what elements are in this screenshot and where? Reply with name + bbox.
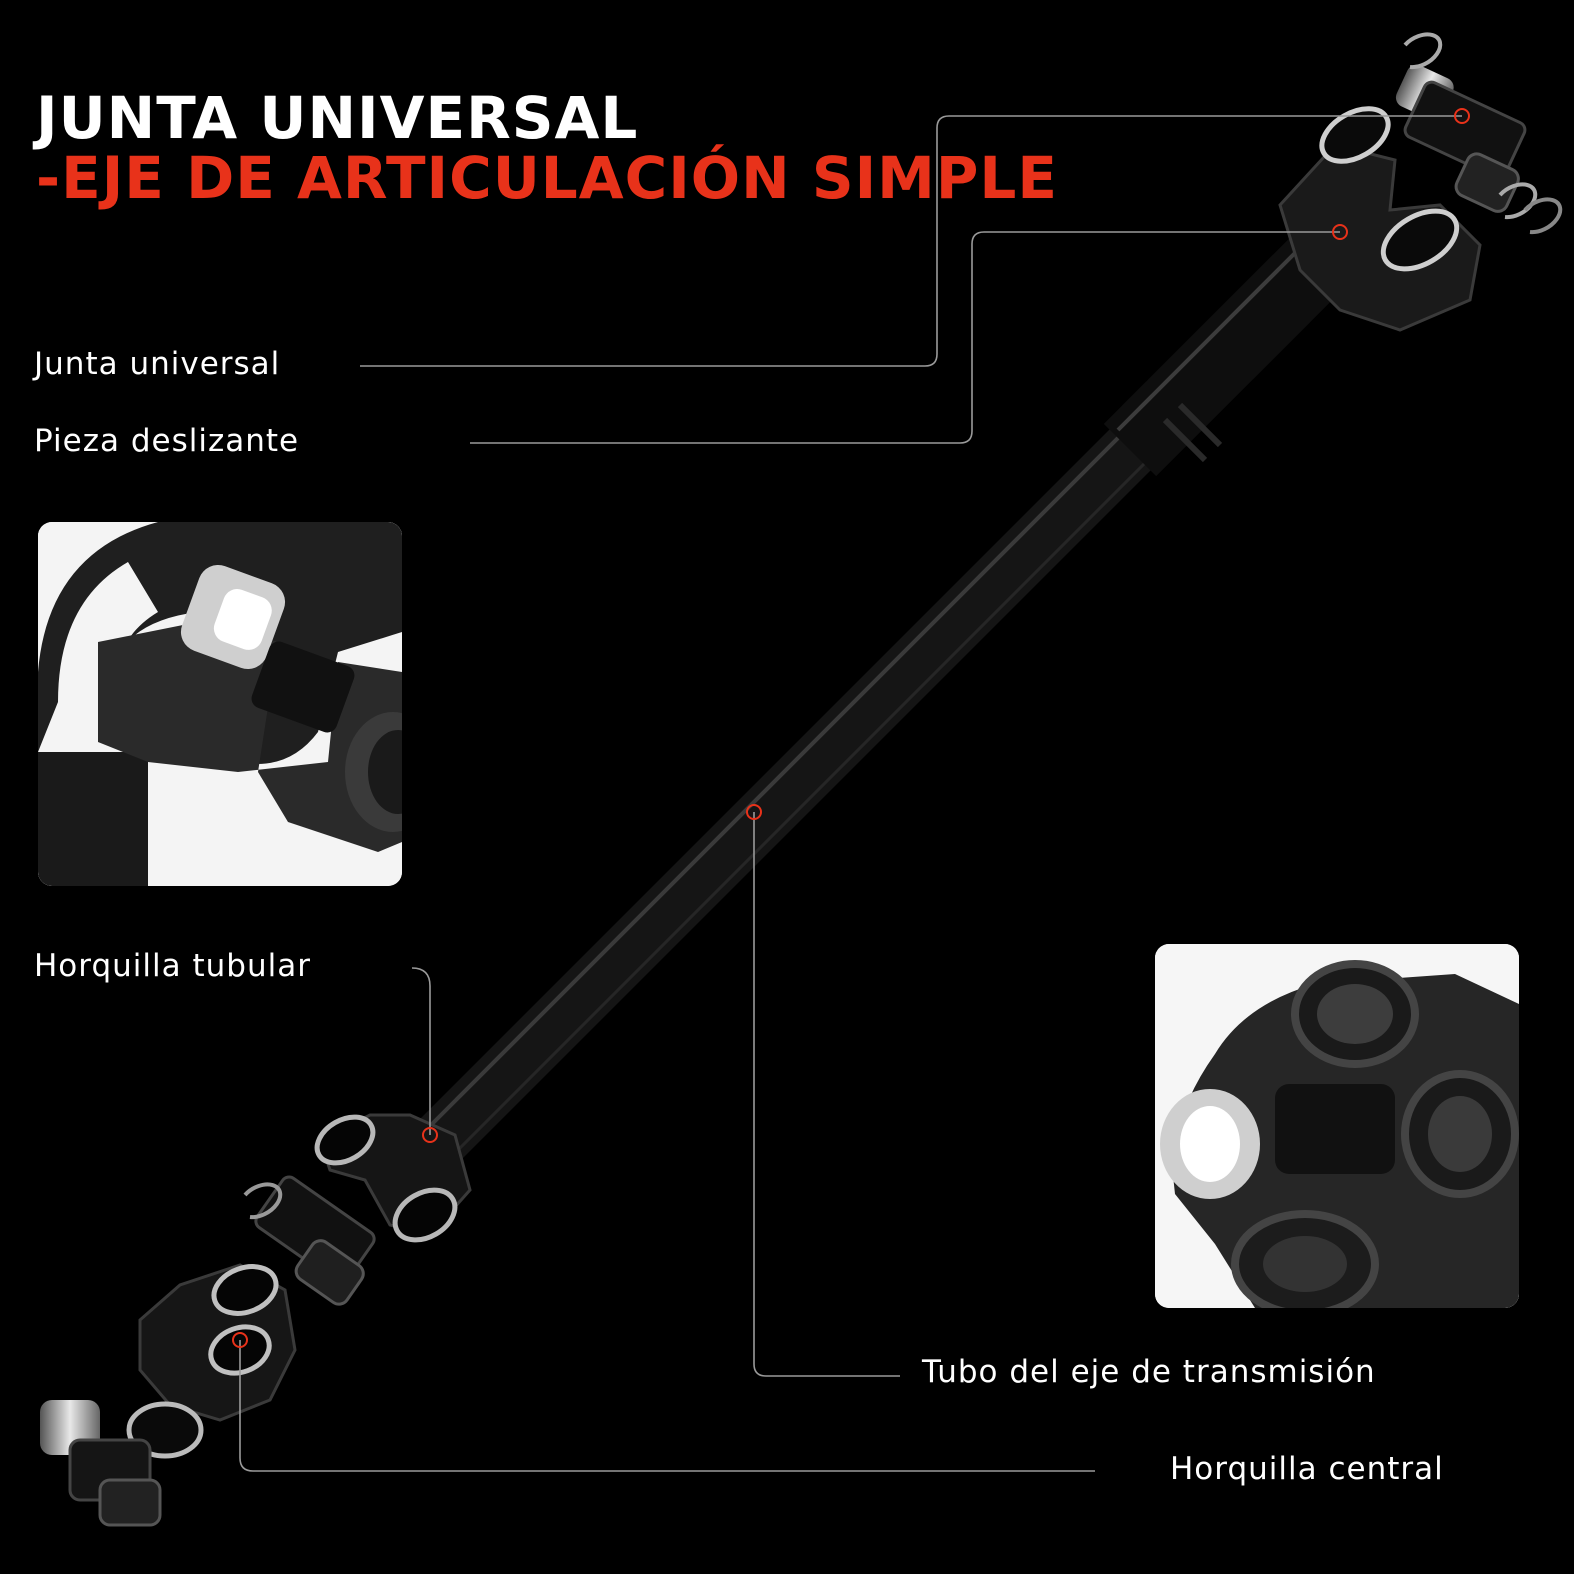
label-driveshaft-tube: Tubo del eje de transmisión: [922, 1354, 1376, 1390]
yoke-closeup-icon: [38, 522, 402, 886]
inset-cross-joint-closeup: [1155, 944, 1519, 1308]
marker-driveshaft-tube: [746, 804, 762, 820]
upper-yoke-shape: [1278, 106, 1482, 332]
label-center-yoke: Horquilla central: [1170, 1451, 1444, 1487]
driveshaft-tube-shape: [401, 341, 1239, 1179]
marker-tube-yoke: [422, 1127, 438, 1143]
callout-line-center-yoke: [239, 1340, 1095, 1472]
title-line-2: -EJE DE ARTICULACIÓN SIMPLE: [36, 144, 1058, 212]
marker-slip-piece: [1332, 224, 1348, 240]
slip-piece-shape: [1103, 233, 1347, 477]
bottom-end-joint-shape: [40, 1400, 204, 1527]
marker-universal-joint: [1454, 108, 1470, 124]
upper-cross-joint-shape: [1395, 32, 1563, 235]
callout-lines: [239, 115, 1462, 1472]
marker-center-yoke: [232, 1332, 248, 1348]
callout-markers: [232, 108, 1470, 1348]
callout-line-tube-yoke: [411, 967, 431, 1135]
label-universal-joint: Junta universal: [34, 346, 281, 382]
title-line-1: JUNTA UNIVERSAL: [36, 84, 639, 152]
callout-line-driveshaft-tube: [753, 812, 900, 1377]
lower-cross-joint-shape: [243, 1175, 376, 1306]
center-yoke-shape: [138, 1263, 297, 1422]
callout-line-universal-joint: [360, 115, 1462, 367]
label-tube-yoke: Horquilla tubular: [34, 948, 311, 984]
label-slip-piece: Pieza deslizante: [34, 423, 300, 459]
lower-tube-yoke-shape: [314, 1113, 472, 1243]
inset-yoke-closeup: [38, 522, 402, 886]
callout-line-slip-piece: [470, 231, 1340, 444]
cross-joint-closeup-icon: [1155, 944, 1519, 1308]
